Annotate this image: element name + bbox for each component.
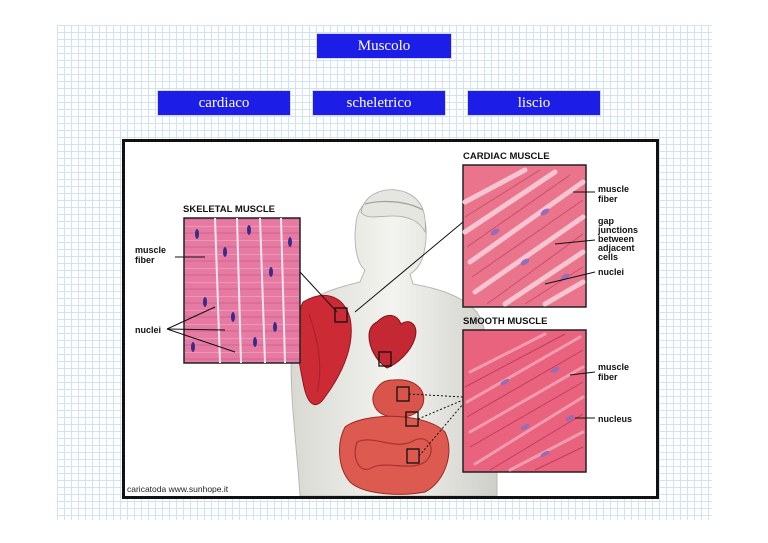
cardiac-gap-label-3: between [598,234,634,244]
smooth-nucleus-label: nucleus [598,414,632,424]
muscle-illustration: SKELETAL MUSCLE muscle fiber nuclei CARD… [127,151,638,496]
cardiac-gap-label-1: gap [598,216,615,226]
torso-figure [290,189,498,496]
muscle-types-figure: SKELETAL MUSCLE muscle fiber nuclei CARD… [122,139,659,499]
tag-cardiaco[interactable]: cardiaco [157,90,291,116]
image-credit: caricatoda www.sunhope.it [127,484,229,494]
smooth-heading: SMOOTH MUSCLE [463,316,547,327]
skeletal-heading: SKELETAL MUSCLE [183,204,275,215]
skeletal-fiber-label-1: muscle [135,245,166,255]
cardiac-fiber-label-2: fiber [598,194,618,204]
tag-scheletrico[interactable]: scheletrico [312,90,446,116]
smooth-fiber-label-2: fiber [598,372,618,382]
cardiac-nuclei-label: nuclei [598,267,624,277]
cardiac-fiber-label-1: muscle [598,184,629,194]
smooth-muscle-panel [408,329,596,473]
skeletal-muscle-panel [166,217,338,364]
tag-liscio[interactable]: liscio [467,90,601,116]
title-muscolo: Muscolo [316,33,452,59]
skeletal-fiber-label-2: fiber [135,255,155,265]
skeletal-nuclei-label: nuclei [135,325,161,335]
cardiac-heading: CARDIAC MUSCLE [463,151,550,162]
cardiac-gap-label-4: adjacent [598,243,635,253]
cardiac-muscle-panel [354,164,596,313]
cardiac-gap-label-2: junctions [597,225,638,235]
cardiac-gap-label-5: cells [598,252,618,262]
smooth-fiber-label-1: muscle [598,362,629,372]
